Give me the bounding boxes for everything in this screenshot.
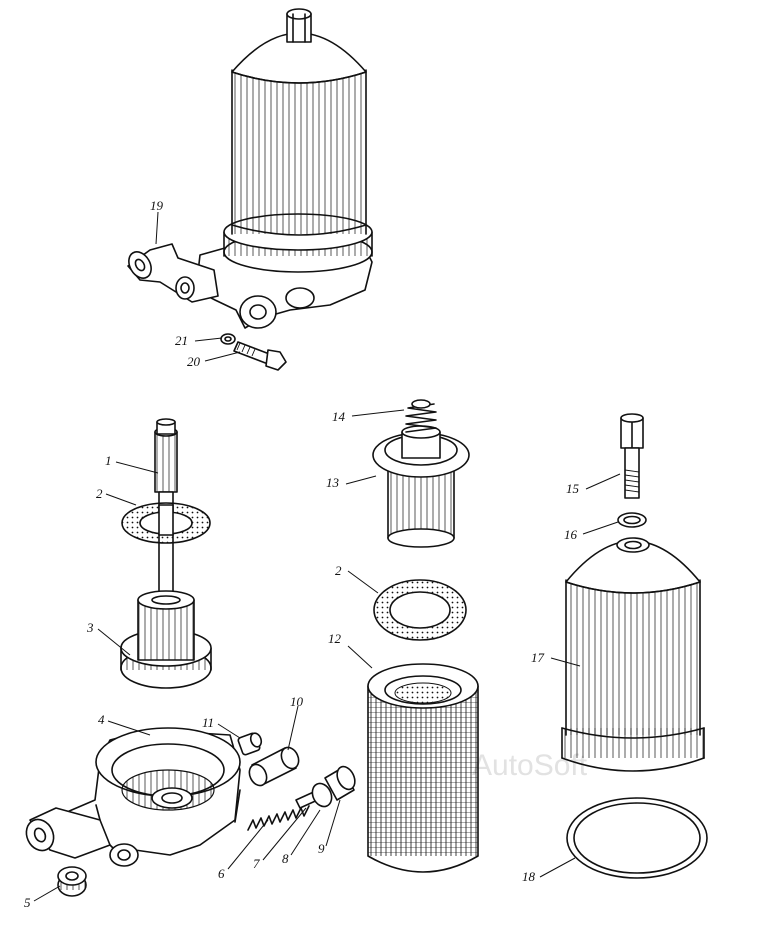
callout-17: 17 [531,650,545,665]
callout-19: 19 [150,198,164,213]
bushing-10 [248,746,300,787]
spring-6 [247,805,310,831]
callout-8: 8 [282,851,289,866]
spring-14 [405,399,437,433]
callout-9: 9 [318,841,325,856]
washer-8 [311,782,333,808]
callout-10: 10 [290,694,304,709]
callout-15: 15 [566,481,580,496]
gasket-2-left [121,502,211,544]
callout-2-left: 2 [96,486,103,501]
bolt-15 [620,413,644,499]
plug-11 [237,732,263,756]
bolt-20 [233,341,287,371]
callout-11: 11 [202,715,214,730]
cup-3 [120,590,212,689]
seal-ring-18 [566,797,708,879]
filter-element-12 [367,663,479,873]
callout-5: 5 [24,895,31,910]
washer-16 [617,512,647,528]
callout-2-center: 2 [335,563,342,578]
callout-3: 3 [86,620,94,635]
assembled-filter [127,8,373,329]
housing-17 [561,537,705,772]
callout-16: 16 [564,527,578,542]
cap-assembly-13 [372,425,470,548]
callout-1: 1 [105,453,112,468]
callout-12: 12 [328,631,342,646]
callout-20: 20 [187,354,201,369]
callout-labels: 19 21 20 1 2 3 4 5 6 7 8 9 10 11 12 2 13… [24,198,580,910]
callout-7: 7 [253,856,260,871]
callout-6: 6 [218,866,225,881]
gasket-2-center [373,579,467,641]
callout-4: 4 [98,712,105,727]
plug-5 [57,866,87,897]
callout-21: 21 [175,333,188,348]
filter-base-4 [25,727,241,867]
nut-9 [324,765,356,801]
leader-lines [33,211,621,902]
callout-13: 13 [326,475,340,490]
callout-18: 18 [522,869,536,884]
callout-14: 14 [332,409,346,424]
